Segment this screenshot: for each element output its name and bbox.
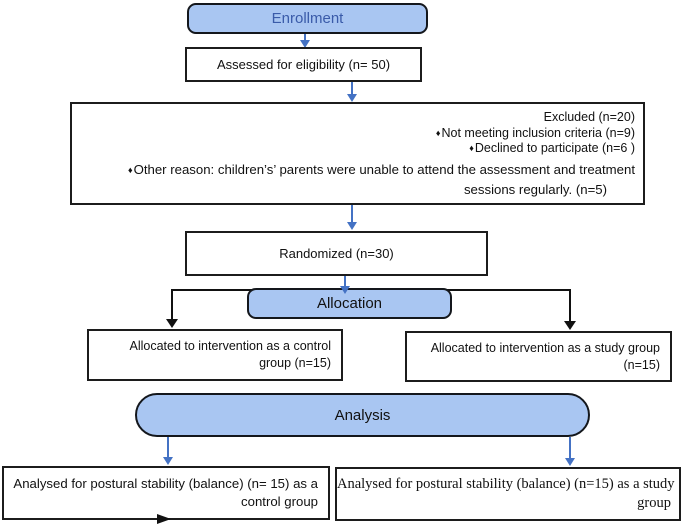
arrow-randomized-to-allocation-line [344, 276, 346, 287]
diamond-bullet-icon: ♦ [435, 127, 441, 138]
control-allocation-line1: Allocated to intervention as a control [129, 339, 331, 353]
control-analysis-line1: Analysed for postural stability (balance… [13, 476, 318, 491]
branch-right-line [569, 289, 571, 322]
arrow-enrollment-to-eligibility-line [304, 34, 306, 42]
enrollment-stage-box: Enrollment [187, 3, 428, 34]
analysis-stage-box: Analysis [135, 393, 590, 437]
enrollment-stage-label: Enrollment [271, 10, 344, 27]
arrow-down-icon [166, 319, 178, 328]
branch-left-line [171, 289, 173, 320]
arrow-down-icon [347, 222, 357, 230]
arrow-down-icon [347, 94, 357, 102]
analysis-stage-label: Analysis [334, 406, 391, 424]
arrow-analysis-to-control-line [167, 437, 169, 459]
arrow-excluded-to-randomized-line [351, 205, 353, 224]
excluded-item: ♦Other reason: children’s’ parents were … [127, 161, 635, 177]
excluded-item: ♦Declined to participate (n=6 ) [469, 141, 635, 155]
study-allocation-line2: (n=15) [623, 357, 660, 372]
arrow-down-icon [565, 458, 575, 466]
eligibility-label: Assessed for eligibility (n= 50) [216, 57, 391, 72]
arrow-down-icon [564, 321, 576, 330]
arrow-down-icon [300, 40, 310, 48]
study-analysis-line2: group [637, 495, 671, 511]
control-allocation-box: Allocated to intervention as a control g… [87, 329, 343, 381]
study-allocation-line1: Allocated to intervention as a study gro… [430, 340, 660, 355]
arrow-right-icon [157, 514, 171, 524]
arrow-down-icon [340, 286, 350, 294]
control-allocation-line2: group (n=15) [259, 356, 331, 370]
arrow-analysis-to-study-line [569, 437, 571, 460]
eligibility-box: Assessed for eligibility (n= 50) [185, 47, 422, 82]
diamond-bullet-icon: ♦ [127, 164, 133, 175]
excluded-box: Excluded (n=20) ♦Not meeting inclusion c… [70, 102, 645, 205]
excluded-item: ♦Not meeting inclusion criteria (n=9) [435, 125, 635, 140]
excluded-title: Excluded (n=20) [543, 110, 635, 124]
arrow-down-icon [163, 457, 173, 465]
diamond-bullet-icon: ♦ [469, 143, 474, 153]
randomized-box: Randomized (n=30) [185, 231, 488, 276]
excluded-item-continuation: sessions regularly. (n=5) [463, 181, 607, 197]
study-allocation-box: Allocated to intervention as a study gro… [405, 331, 672, 382]
study-analysis-line1: Analysed for postural stability (balance… [337, 476, 675, 492]
arrow-eligibility-to-excluded-line [351, 82, 353, 95]
allocation-stage-label: Allocation [316, 295, 383, 312]
study-analysis-box: Analysed for postural stability (balance… [335, 467, 681, 521]
control-analysis-box: Analysed for postural stability (balance… [2, 466, 330, 520]
control-analysis-line2: control group [241, 494, 318, 509]
randomized-label: Randomized (n=30) [279, 246, 394, 261]
